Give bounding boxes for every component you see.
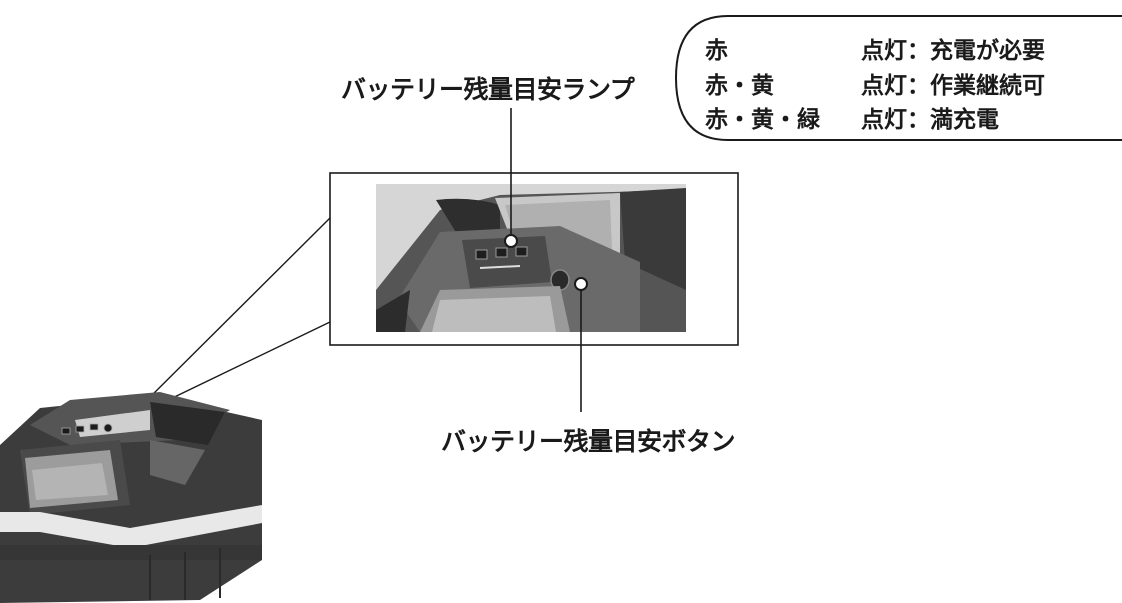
- battery-check-button-label: バッテリー残量目安ボタン: [441, 427, 736, 456]
- lamp-pointer-dot: [504, 234, 518, 248]
- zoom-photo: [376, 184, 686, 332]
- legend-box: [674, 15, 1122, 141]
- battery-lamp-label: バッテリー残量目安ランプ: [341, 75, 635, 104]
- zoom-leader-top: [134, 217, 331, 413]
- legend-row-colors: 赤: [705, 38, 728, 64]
- legend-row-state: 点灯：満充電: [861, 107, 999, 133]
- battery-pack-photo: [0, 392, 262, 603]
- legend-row-state: 点灯：作業継続可: [861, 73, 1045, 99]
- legend-row-colors: 赤・黄: [705, 73, 774, 99]
- led-1: [475, 249, 488, 260]
- button-pointer-dot: [574, 277, 588, 291]
- led-3: [515, 246, 528, 257]
- legend-row-colors: 赤・黄・緑: [705, 107, 820, 133]
- led-2: [495, 247, 508, 258]
- legend-row-state: 点灯：充電が必要: [861, 38, 1045, 64]
